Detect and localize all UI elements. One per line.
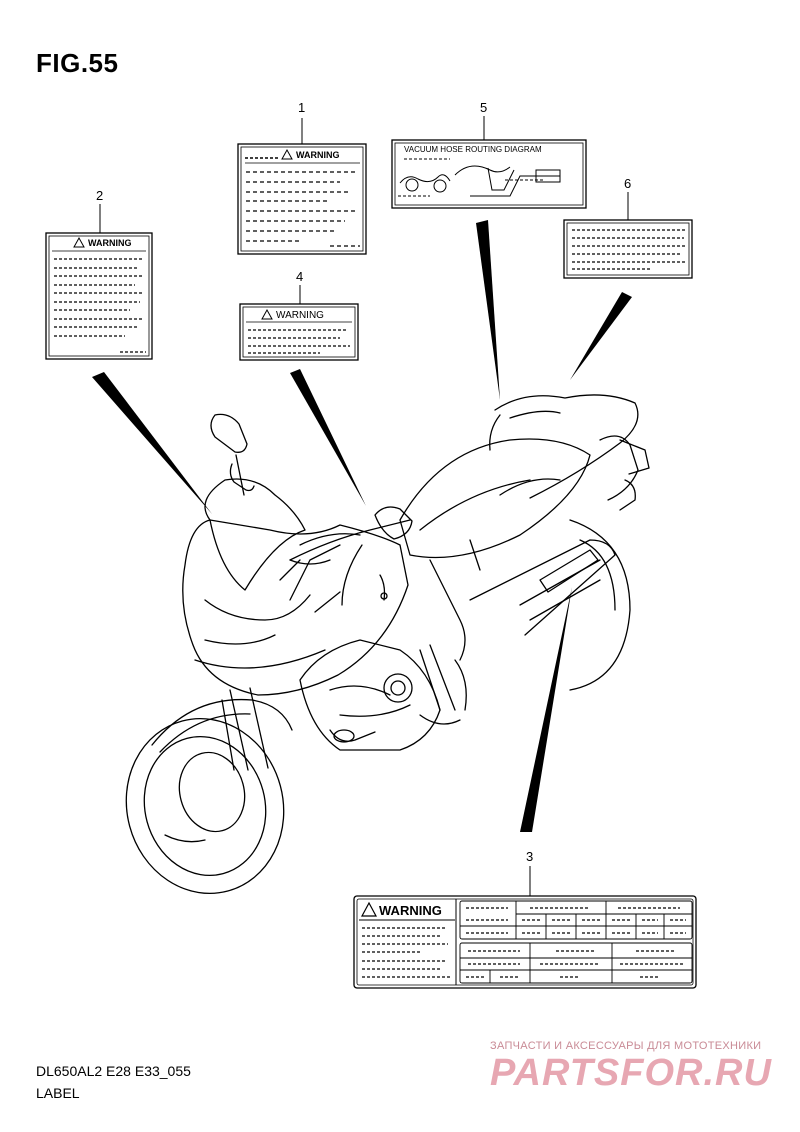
callout-6: 6 bbox=[624, 176, 631, 191]
callout-4: 4 bbox=[296, 269, 303, 284]
warning-triangle-icon bbox=[261, 308, 273, 320]
label-4-warning-text: WARNING bbox=[276, 310, 324, 321]
label-3: WARNING bbox=[353, 866, 697, 989]
pointer-label-2 bbox=[92, 372, 212, 514]
watermark-tagline: ЗАПЧАСТИ И АКСЕССУАРЫ ДЛЯ МОТОТЕХНИКИ bbox=[490, 1040, 762, 1052]
callout-2: 2 bbox=[96, 188, 103, 203]
model-code: DL650AL2 E28 E33_055 bbox=[36, 1063, 191, 1079]
warning-triangle-icon bbox=[73, 236, 85, 248]
label-1: WARNING bbox=[237, 118, 367, 255]
pointer-label-6 bbox=[570, 292, 632, 380]
callout-3: 3 bbox=[526, 849, 533, 864]
label-6 bbox=[563, 192, 693, 279]
label-2-warning-text: WARNING bbox=[88, 238, 132, 248]
watermark-brand: PARTSFOR.RU bbox=[490, 1052, 772, 1094]
pointer-label-3 bbox=[520, 587, 572, 832]
callout-1: 1 bbox=[298, 100, 305, 115]
label-5: VACUUM HOSE ROUTING DIAGRAM bbox=[391, 116, 587, 209]
warning-triangle-icon bbox=[281, 148, 293, 160]
section-label: LABEL bbox=[36, 1085, 80, 1101]
label-3-warning-text: WARNING bbox=[379, 903, 442, 918]
label-1-warning-text: WARNING bbox=[296, 150, 340, 160]
label-5-title: VACUUM HOSE ROUTING DIAGRAM bbox=[404, 145, 542, 154]
pointer-wedges bbox=[92, 220, 632, 832]
callout-5: 5 bbox=[480, 100, 487, 115]
label-4: WARNING bbox=[239, 285, 359, 361]
figure-title: FIG.55 bbox=[36, 48, 119, 78]
motorcycle-illustration bbox=[125, 394, 650, 895]
pointer-label-5 bbox=[476, 220, 500, 400]
label-2: WARNING bbox=[45, 204, 153, 360]
pointer-label-4 bbox=[290, 369, 366, 506]
warning-triangle-icon bbox=[360, 901, 378, 917]
